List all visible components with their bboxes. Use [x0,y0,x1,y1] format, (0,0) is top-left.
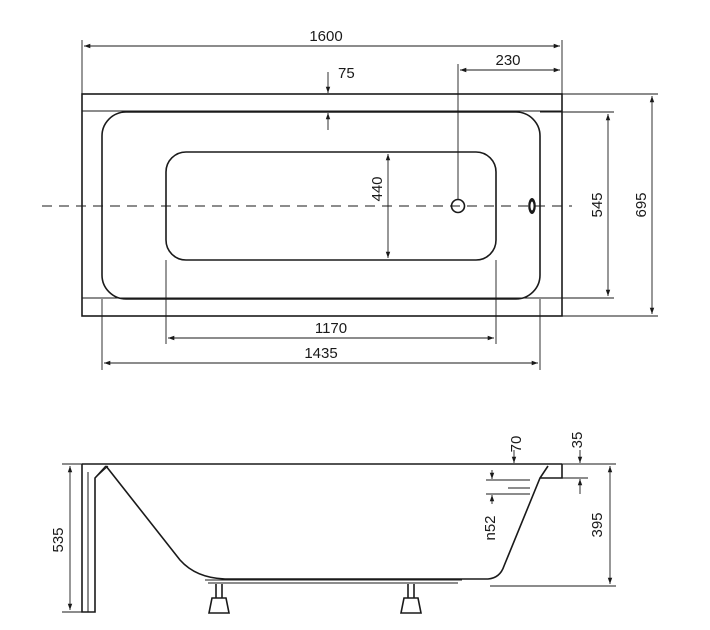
adjustable-foot-right [400,584,422,614]
tub-body-outline [105,465,549,580]
label-70: 70 [508,436,525,453]
label-1170: 1170 [315,320,347,337]
dim-overall-width: 695 [562,93,658,317]
dim-drain-offset: 230 [457,52,560,199]
dim-overall-length: 1600 [81,28,563,94]
label-545: 545 [589,192,606,217]
label-1435: 1435 [304,345,337,362]
drain-icon [450,198,466,214]
overflow-icon [528,198,536,214]
label-395: 395 [589,512,606,537]
side-view: 535 70 35 n52 [50,432,616,614]
label-695: 695 [633,192,650,217]
dim-total-height: 535 [50,463,82,613]
adjustable-foot-left [208,584,230,614]
tub-outer-rim [81,93,563,317]
label-230: 230 [495,52,520,69]
dim-basin-length: 1435 [101,299,541,370]
dim-depth: 395 [490,463,616,587]
label-n52: n52 [482,515,499,540]
label-440: 440 [369,176,386,201]
dim-edge-height: 35 [562,432,588,494]
label-35: 35 [569,432,586,449]
dim-overflow-height: n52 [482,470,530,541]
dim-basin-width: 545 [540,111,614,299]
label-75: 75 [338,65,355,82]
front-panel [81,464,107,613]
label-535: 535 [50,527,67,552]
dim-inner-width: 440 [369,154,391,258]
side-rim-left [94,465,109,479]
dim-rim-thickness: 70 [508,436,540,465]
dim-rim-width: 75 [325,65,355,130]
top-view: 1600 230 75 440 545 [42,28,658,370]
side-rim-right [540,464,563,479]
dim-bottom-length: 1170 [165,260,497,344]
label-1600: 1600 [309,28,342,45]
